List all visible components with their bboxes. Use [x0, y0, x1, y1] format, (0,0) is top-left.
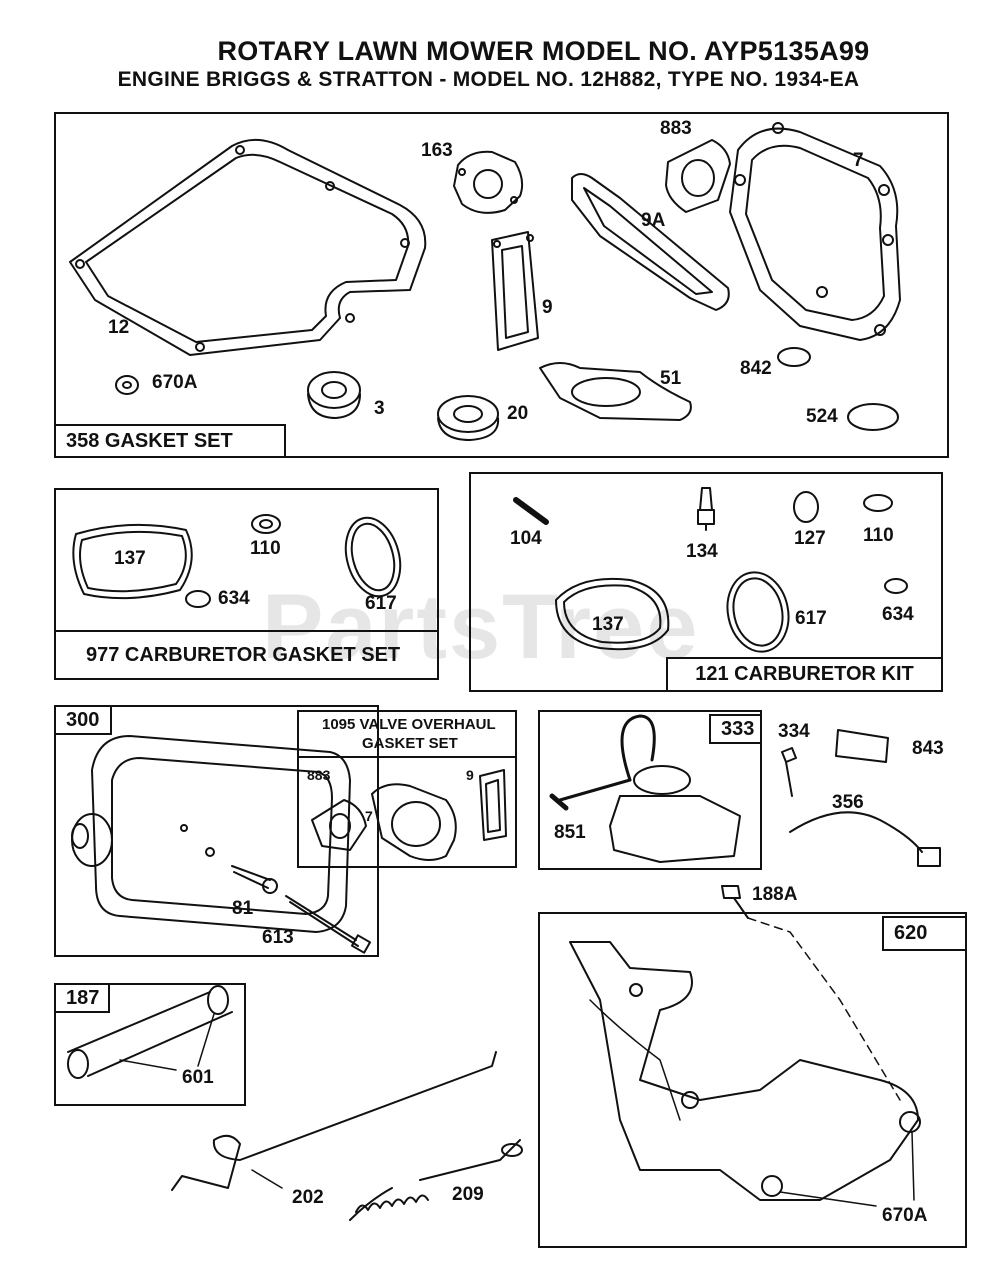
callout-valve-7: 7 — [365, 808, 373, 824]
callout-kit-110: 110 — [863, 525, 894, 546]
ignition-label: 333 — [709, 714, 762, 744]
plug-127-part — [793, 491, 819, 523]
gasket-137-part — [72, 523, 193, 600]
callout-12: 12 — [108, 317, 130, 338]
callout-202: 202 — [292, 1187, 324, 1208]
gasket-set-label: 358 GASKET SET — [54, 424, 286, 458]
callout-carb-617: 617 — [365, 593, 397, 614]
seal-670A-top-part — [115, 375, 139, 395]
valve-overhaul-label-1: 1095 VALVE OVERHAUL — [322, 716, 496, 733]
callout-356: 356 — [832, 792, 864, 813]
hose-187-part — [67, 985, 233, 1079]
callout-9: 9 — [542, 297, 553, 318]
callout-kit-104: 104 — [510, 528, 542, 549]
callout-334: 334 — [778, 721, 810, 742]
gasket-634-kit-part — [884, 578, 908, 594]
carb-kit-label: 121 CARBURETOR KIT — [666, 657, 943, 692]
callout-kit-127: 127 — [794, 528, 826, 549]
callout-670A-bracket: 670A — [882, 1205, 928, 1226]
muffler-label: 300 — [54, 705, 112, 735]
gasket-set-box — [54, 112, 949, 458]
callout-670A-top: 670A — [152, 372, 198, 393]
gasket-12-part — [69, 139, 427, 356]
hose-label: 187 — [54, 983, 110, 1013]
callout-carb-634: 634 — [218, 588, 250, 609]
callout-kit-134: 134 — [686, 541, 718, 562]
callout-kit-634: 634 — [882, 604, 914, 625]
leader-188A — [747, 917, 901, 1101]
gasket-9-part — [491, 231, 539, 351]
diagram-title: ROTARY LAWN MOWER MODEL NO. AYP5135A99 — [217, 36, 870, 66]
gasket-137-kit-part — [555, 577, 670, 651]
gasket-110-kit-part — [863, 494, 893, 512]
gasket-51-part — [539, 362, 692, 421]
callout-842: 842 — [740, 358, 772, 379]
guard-81-part — [231, 865, 278, 894]
valve-gasket-9-part — [479, 769, 507, 841]
callout-883: 883 — [660, 118, 692, 139]
valve-overhaul-divider — [297, 756, 517, 758]
callout-carb-110: 110 — [250, 538, 281, 559]
link-202-part — [171, 1051, 497, 1191]
bolt-188A-part — [721, 885, 749, 919]
callout-843: 843 — [912, 738, 944, 759]
carb-gasket-set-divider — [54, 630, 439, 632]
watermark: PartsTree — [262, 576, 700, 678]
needle-134-part — [697, 487, 715, 531]
carb-gasket-set-label: 977 CARBURETOR GASKET SET — [86, 644, 401, 666]
valve-overhaul-box — [297, 710, 517, 868]
callout-851: 851 — [554, 822, 586, 843]
gasket-634-part — [185, 590, 211, 608]
ring-842-part — [777, 347, 811, 367]
callout-3: 3 — [374, 398, 385, 419]
callout-kit-617: 617 — [795, 608, 827, 629]
callout-kit-137: 137 — [592, 614, 624, 635]
callout-9A: 9A — [641, 210, 666, 231]
gasket-9A-part — [571, 173, 730, 311]
hose-box — [54, 983, 246, 1106]
ignition-box — [538, 710, 762, 870]
spring-209-part — [349, 1139, 523, 1221]
callout-209: 209 — [452, 1184, 484, 1205]
carb-gasket-set-box — [54, 488, 439, 680]
screw-334-part — [781, 747, 797, 797]
callout-valve-9: 9 — [466, 767, 474, 783]
callout-601: 601 — [182, 1067, 214, 1088]
callout-7: 7 — [853, 150, 864, 171]
bracket-box — [538, 912, 967, 1248]
ring-524-part — [847, 403, 899, 431]
ignition-armature-333-part — [549, 714, 741, 863]
callout-163: 163 — [421, 140, 453, 161]
seal-20-part — [437, 395, 500, 441]
gasket-110-part — [251, 514, 281, 534]
wire-356-part — [789, 811, 941, 867]
callout-51: 51 — [660, 368, 682, 389]
spacer-843-part — [835, 729, 889, 763]
bracket-620-part — [569, 941, 921, 1201]
callout-613: 613 — [262, 927, 294, 948]
callout-81: 81 — [232, 898, 254, 919]
pin-104-part — [513, 497, 549, 525]
gasket-883-part — [665, 139, 731, 213]
gasket-7-part — [729, 122, 901, 341]
gasket-617-part — [344, 516, 402, 598]
seal-3-part — [307, 371, 361, 419]
callout-188A: 188A — [752, 884, 798, 905]
valve-gasket-7-part — [371, 783, 457, 861]
callout-20: 20 — [507, 403, 529, 424]
bracket-label: 620 — [882, 916, 967, 951]
callout-carb-137: 137 — [114, 548, 146, 569]
callout-valve-883: 883 — [307, 767, 331, 783]
valve-gasket-883-part — [311, 799, 367, 851]
gasket-163-part — [453, 150, 524, 214]
valve-overhaul-label-2: GASKET SET — [362, 735, 458, 752]
diagram-subtitle: ENGINE BRIGGS & STRATTON - MODEL NO. 12H… — [117, 68, 860, 91]
callout-524: 524 — [806, 406, 838, 427]
screw-613-part — [285, 895, 372, 954]
muffler-300-part — [71, 735, 351, 933]
gasket-617-kit-part — [726, 571, 790, 653]
muffler-box — [54, 705, 379, 957]
